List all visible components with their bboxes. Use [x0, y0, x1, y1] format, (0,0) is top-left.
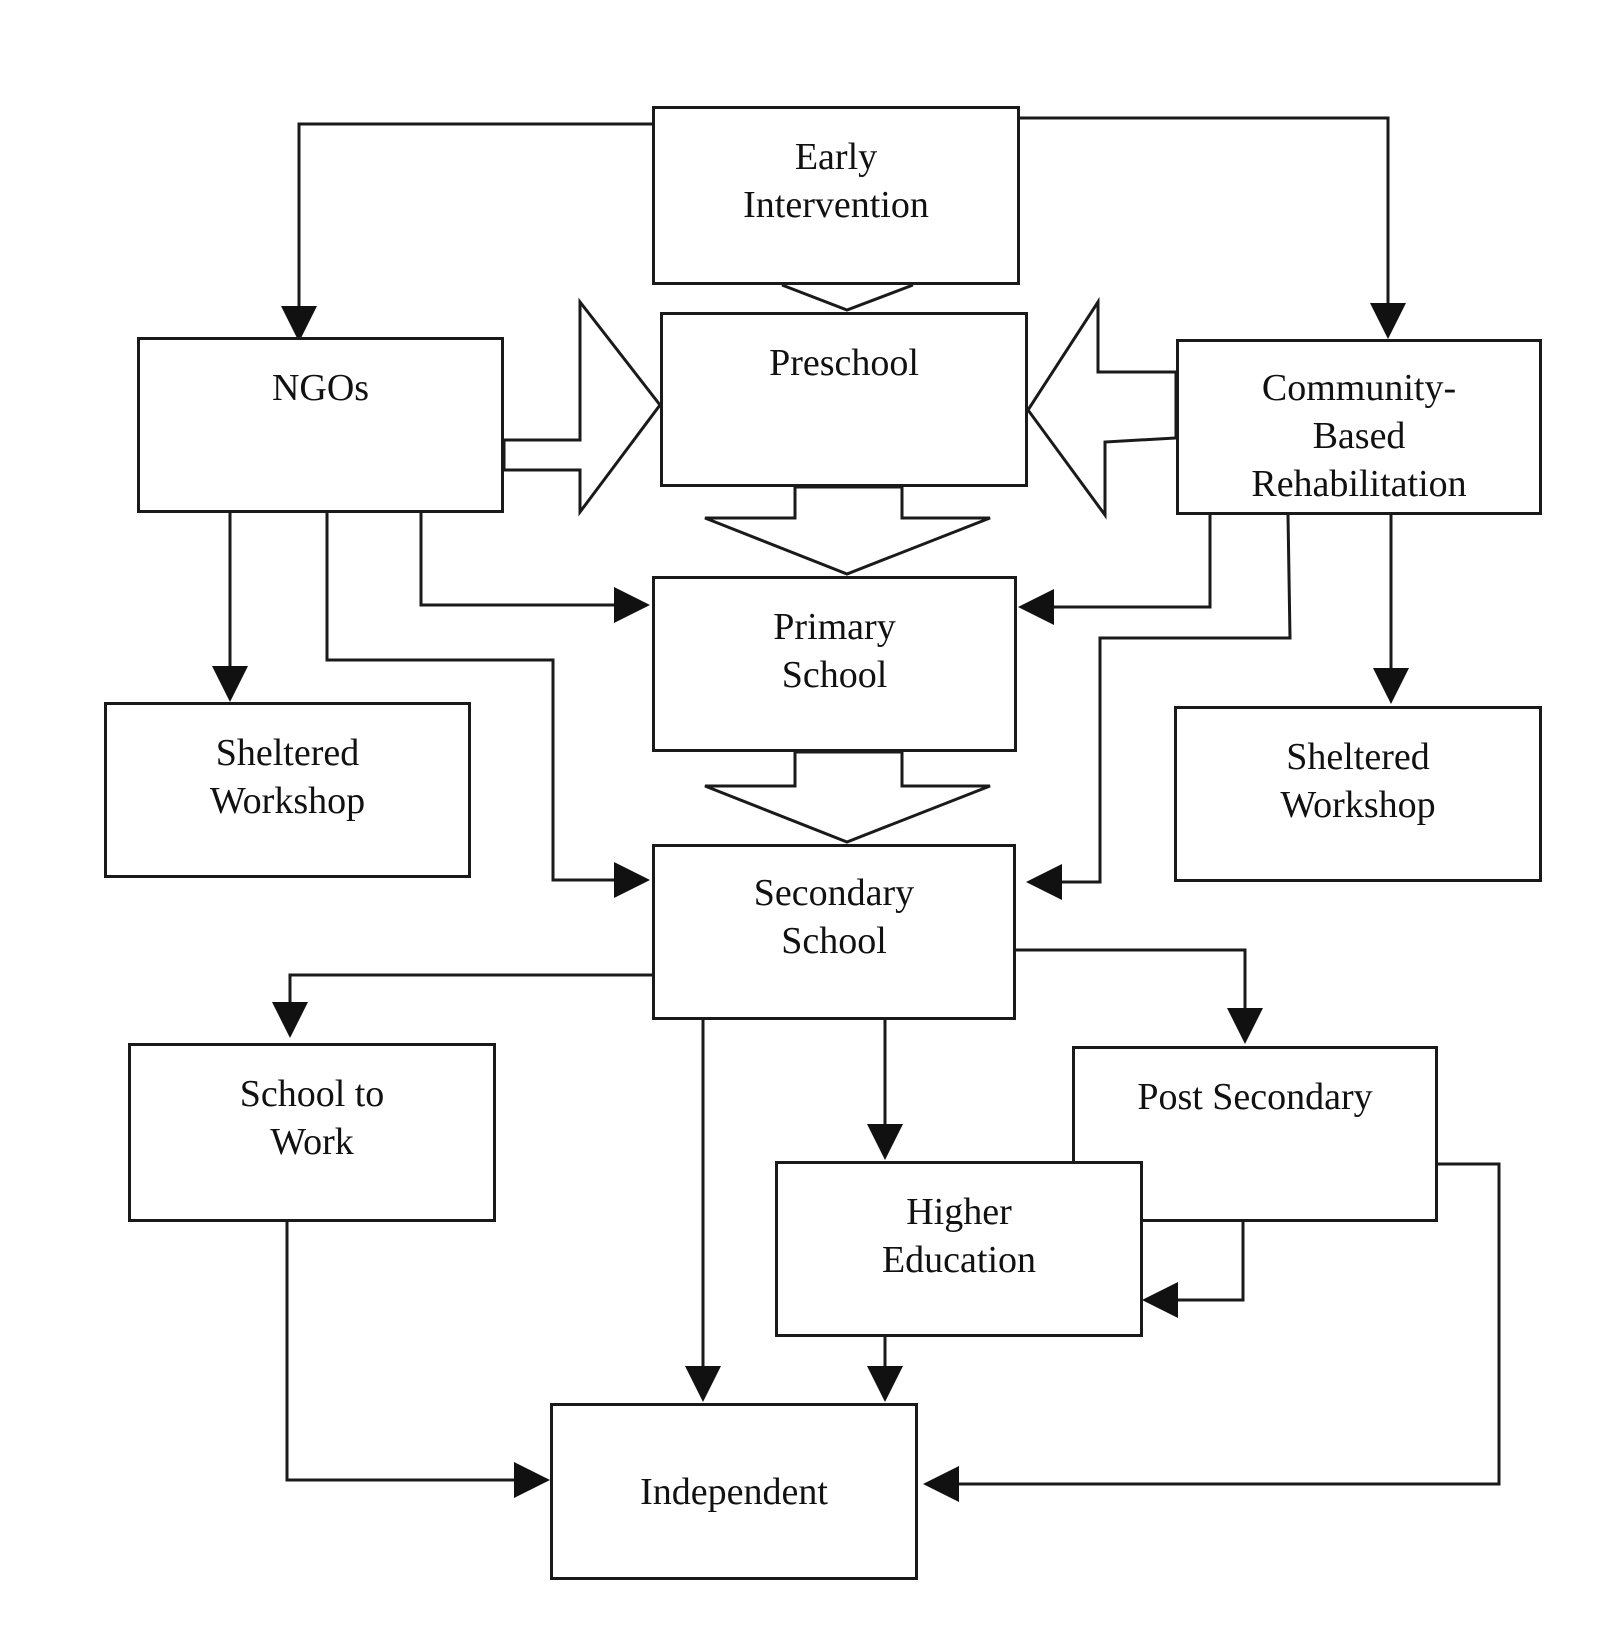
edge-cbr-to-secondary [1060, 514, 1292, 884]
node-label-line: Post Secondary [1137, 1076, 1373, 1118]
edge-ngos-to-secondary [325, 513, 616, 882]
arrowhead-sheltered-left [212, 666, 248, 702]
arrowhead-higher-education-right [1142, 1282, 1178, 1318]
arrowhead-independent-right [923, 1466, 959, 1502]
edge-secondary-to-school-to-work [288, 973, 652, 1004]
node-school-to-work: School to Work [128, 1043, 496, 1222]
node-label-line: School to [239, 1073, 385, 1115]
edge-post-secondary-to-higher-education [1176, 1222, 1245, 1302]
node-label-line: School [781, 654, 888, 696]
arrowhead-post-secondary [1227, 1008, 1263, 1044]
arrowhead-ngos [281, 306, 317, 342]
arrowhead-school-to-work [272, 1002, 308, 1038]
node-independent: Independent [550, 1403, 918, 1580]
edge-primary-to-secondary [704, 750, 991, 844]
node-higher-education: Higher Education [775, 1161, 1143, 1337]
edge-ngos-to-primary [419, 513, 616, 607]
node-secondary-school: Secondary School [652, 844, 1016, 1020]
node-label-line: Workshop [209, 780, 366, 822]
node-label-line: NGOs [271, 367, 370, 409]
arrowhead-cbr [1370, 303, 1406, 339]
node-label-line: Primary [773, 606, 896, 648]
arrowhead-primary-right [1018, 589, 1054, 625]
node-label-line: School [781, 920, 887, 962]
node-early-intervention: Early Intervention [652, 106, 1020, 285]
node-label-line: Rehabilitation [1251, 463, 1467, 505]
node-primary-school: Primary School [652, 576, 1017, 752]
node-label-line: Intervention [743, 184, 929, 226]
edge-post-secondary-to-independent [957, 1162, 1501, 1486]
node-label-line: Sheltered [1286, 736, 1430, 778]
edge-ngos-to-preschool [502, 297, 662, 517]
edge-preschool-to-primary [704, 485, 991, 576]
node-preschool: Preschool [660, 312, 1028, 487]
node-label-line: Higher [906, 1191, 1012, 1233]
node-label-line: Community- [1261, 367, 1457, 409]
node-label-line: Independent [640, 1470, 828, 1513]
arrowhead-sheltered-right [1373, 668, 1409, 704]
arrowhead-primary-left [614, 587, 650, 623]
node-label-line: Sheltered [215, 732, 360, 774]
arrowhead-secondary-right [1026, 864, 1062, 900]
node-sheltered-workshop-left: Sheltered Workshop [104, 702, 471, 878]
edge-early-intervention-to-preschool [781, 283, 914, 312]
node-community-based-rehabilitation: Community- Based Rehabilitation [1176, 339, 1542, 515]
edge-school-to-work-to-independent [285, 1222, 516, 1482]
edge-cbr-to-preschool [1026, 296, 1178, 520]
node-sheltered-workshop-right: Sheltered Workshop [1174, 706, 1542, 882]
arrowhead-independent-left [514, 1462, 550, 1498]
node-ngos: NGOs [137, 337, 504, 513]
edge-secondary-to-post-secondary [1016, 948, 1247, 1010]
arrowhead-higher-education [867, 1124, 903, 1160]
node-label-line: Based [1312, 415, 1406, 457]
node-label-line: Work [270, 1121, 354, 1163]
arrowhead-independent-b [867, 1366, 903, 1402]
node-label-line: Preschool [769, 342, 919, 384]
node-label-line: Secondary [753, 872, 915, 914]
edge-cbr-to-primary [1052, 515, 1212, 609]
arrowhead-secondary-left [614, 862, 650, 898]
arrowhead-independent-a [685, 1366, 721, 1402]
node-label-line: Early [794, 136, 878, 178]
edge-early-intervention-to-ngos [297, 122, 652, 308]
node-label-line: Education [881, 1239, 1037, 1281]
node-label-line: Workshop [1280, 784, 1436, 826]
edge-early-intervention-to-cbr [1020, 116, 1390, 305]
